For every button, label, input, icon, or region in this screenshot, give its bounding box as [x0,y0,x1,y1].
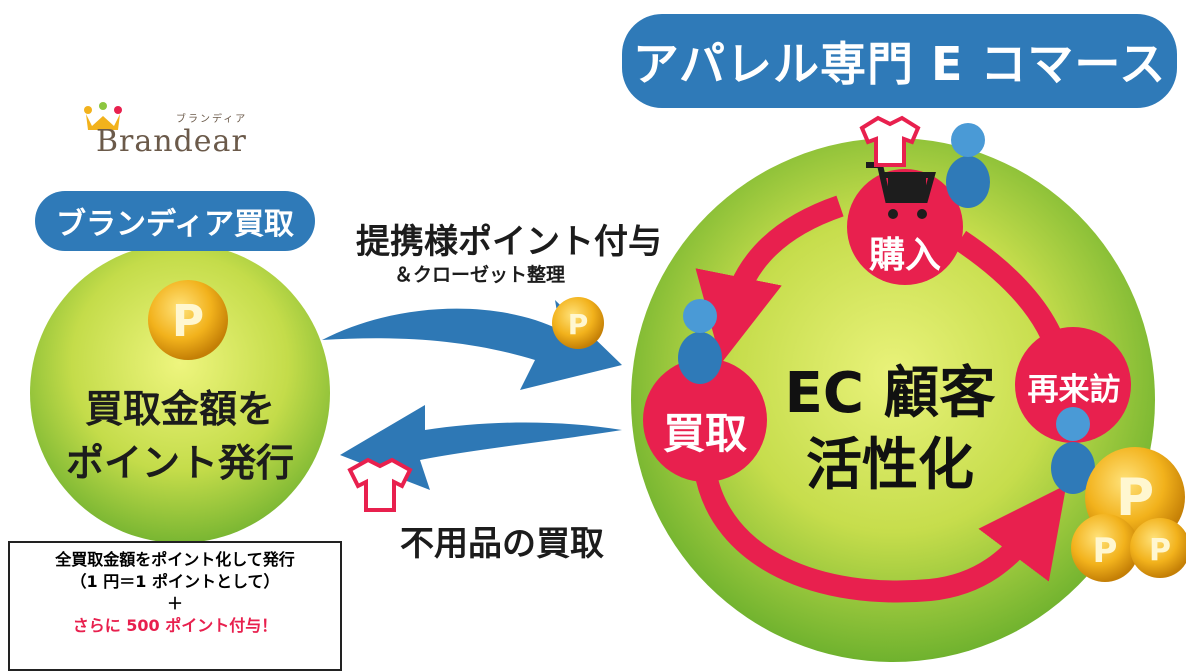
svg-text:P: P [568,308,589,341]
note-line3: ＋ [166,594,183,613]
logo-kana: ブランディア [176,114,248,125]
node-buy-circle [847,169,963,285]
brandear-circle-line2: ポイント発行 [65,441,294,485]
node-sell-circle [643,358,767,482]
ec-center-line2: 活性化 [806,433,974,498]
brandear-circle-line1: 買取金額を [84,387,275,431]
arrow-top-label: 提携様ポイント付与 [356,222,662,262]
ec-title-pill: アパレル専門 E コマース [622,14,1177,108]
tshirt-icon-bottom [347,457,413,512]
arrow-top-sublabel: ＆クローゼット整理 [394,264,566,286]
note-box: 全買取金額をポイント化して発行 （1 円＝1 ポイントとして） ＋ さらに 50… [8,541,342,671]
brandear-circle [30,243,330,543]
node-sell-label: 買取 [662,409,747,458]
arrow-to-ec [322,300,622,390]
logo-name: Brandear [96,124,247,159]
arrow-bottom-label: 不用品の買取 [400,524,604,564]
tshirt-icon-top [859,115,921,167]
node-buy-label: 購入 [868,235,941,276]
note-line2: （1 円＝1 ポイントとして） [70,572,280,591]
cycle-arrow-bottom [694,467,1067,603]
svg-text:P: P [1116,468,1154,528]
person-icon-revisit [1051,407,1095,494]
brandear-pill: ブランディア買取 [35,191,315,251]
coin-icon-left: P [148,280,228,360]
svg-text:P: P [172,296,204,347]
cycle-arrow-top [695,195,844,364]
ec-center-line1: EC 顧客 [784,361,996,426]
node-revisit-circle [1015,327,1131,443]
person-icon-buy [946,123,990,208]
note-line4: さらに 500 ポイント付与！ [72,616,278,635]
svg-text:P: P [1149,533,1171,568]
person-icon-sell [678,299,722,384]
coin-pile-icon: P P P [1071,447,1186,582]
svg-text:P: P [1093,531,1118,571]
crown-logo-icon [84,102,122,130]
note-line1: 全買取金額をポイント化して発行 [55,550,295,569]
coin-icon-small: P [552,297,604,349]
node-revisit-label: 再来訪 [1027,372,1121,408]
